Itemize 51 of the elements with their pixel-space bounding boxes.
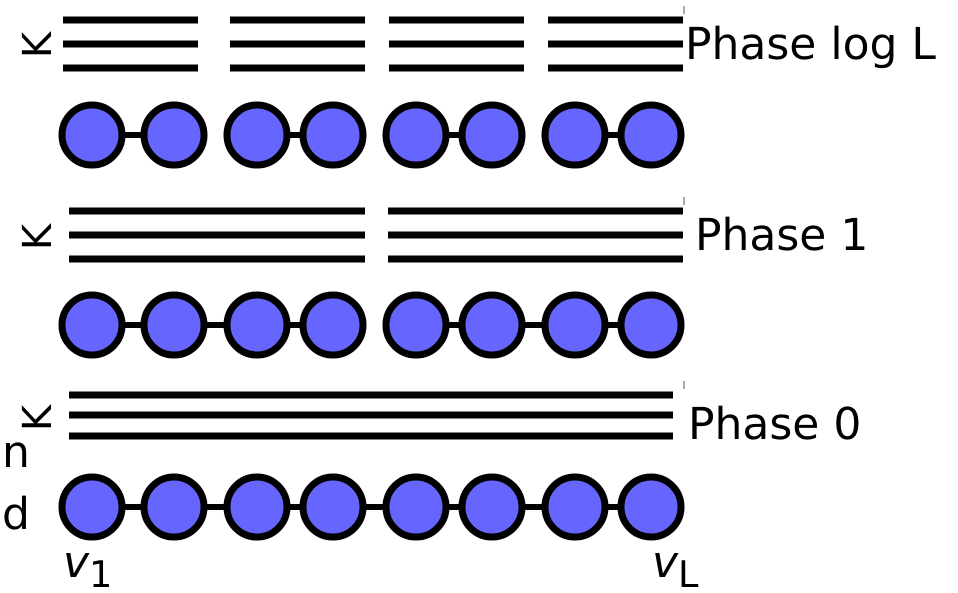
connector-line <box>290 504 300 510</box>
axis-symbol: K <box>18 224 58 250</box>
circle-node <box>618 292 684 358</box>
circle-node <box>542 102 608 168</box>
text-fragment: d <box>2 492 30 537</box>
axis-symbol: K <box>18 32 58 58</box>
circle-node <box>383 102 449 168</box>
circle-node <box>59 102 125 168</box>
connector-line <box>608 504 618 510</box>
phase-label: Phase 0 <box>688 402 862 447</box>
circle-node <box>459 102 525 168</box>
connector-line <box>207 504 224 510</box>
circle-node <box>224 102 290 168</box>
connector-line <box>290 322 300 328</box>
vertex-label: v$_{L}$ <box>652 540 698 593</box>
circle-node <box>383 474 449 540</box>
connector-line <box>449 322 459 328</box>
circle-node <box>542 474 608 540</box>
circle-node <box>542 292 608 358</box>
circle-node <box>224 474 290 540</box>
connector-line <box>290 132 300 138</box>
phase-label: Phase 1 <box>695 214 868 258</box>
circle-node <box>141 292 207 358</box>
connector-line <box>207 322 224 328</box>
circle-node <box>224 292 290 358</box>
connector-line <box>125 504 141 510</box>
circle-node <box>383 292 449 358</box>
axis-symbol: K <box>18 404 58 432</box>
phase-label: Phase log L <box>685 22 936 67</box>
connector-line <box>608 322 618 328</box>
circle-node <box>300 474 366 540</box>
circle-node <box>618 102 684 168</box>
connector-line <box>608 132 618 138</box>
text-fragment: n <box>2 430 30 475</box>
connector-line <box>525 504 542 510</box>
connector-line <box>449 132 459 138</box>
circle-node <box>141 102 207 168</box>
circle-node <box>141 474 207 540</box>
circle-node <box>300 102 366 168</box>
circle-node <box>59 292 125 358</box>
circle-node <box>459 474 525 540</box>
circle-node <box>59 474 125 540</box>
connector-line <box>366 504 383 510</box>
connector-line <box>449 504 459 510</box>
circle-node <box>459 292 525 358</box>
circle-node <box>300 292 366 358</box>
vertex-label: v$_{1}$ <box>63 540 112 593</box>
connector-line <box>125 132 141 138</box>
connector-line <box>525 322 542 328</box>
circle-node <box>618 474 684 540</box>
connector-line <box>125 322 141 328</box>
